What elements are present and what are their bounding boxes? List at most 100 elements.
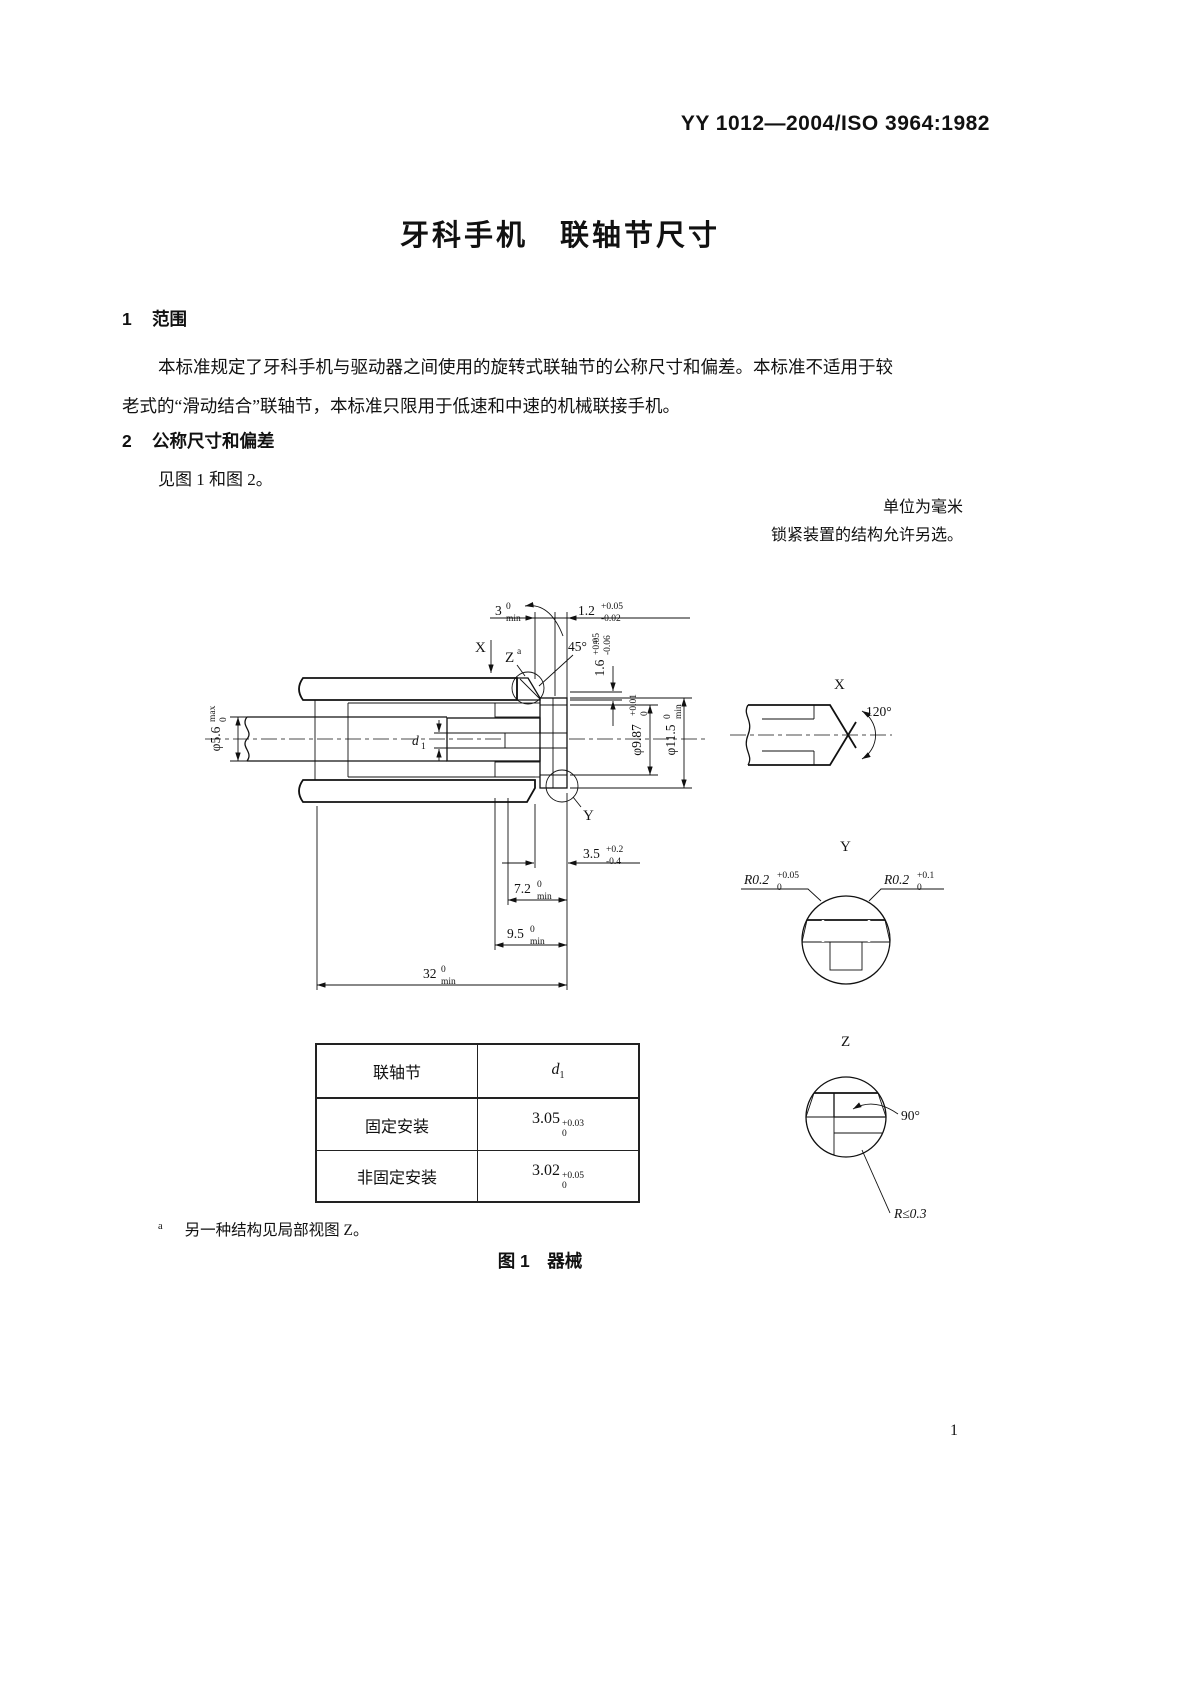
detail-view-x: X 120° bbox=[730, 677, 892, 766]
svg-text:0: 0 bbox=[506, 602, 511, 612]
coupling-nose bbox=[539, 697, 568, 789]
figure-caption: 图 1 器械 bbox=[497, 1251, 583, 1271]
d1-bore-outline bbox=[504, 732, 567, 749]
dim-d1: d bbox=[412, 733, 419, 748]
outer-sleeve-bottom bbox=[298, 779, 536, 803]
paragraph-line-2: 老式的“滑动结合”联轴节，本标准只限用于低速和中速的机械联接手机。 bbox=[122, 396, 681, 416]
dim-1-2: 1.2 bbox=[578, 603, 595, 618]
svg-text:φ5.6: φ5.6 bbox=[208, 726, 223, 751]
r02-left-leader bbox=[741, 888, 822, 902]
svg-text:min: min bbox=[530, 937, 545, 947]
d1-extension bbox=[434, 732, 505, 749]
y-radius-gaps bbox=[821, 920, 871, 942]
y-groove-band bbox=[801, 919, 891, 943]
svg-text:0: 0 bbox=[640, 711, 650, 716]
lock-note: 锁紧装置的结构允许另选。 bbox=[770, 527, 963, 544]
svg-text:+0.05: +0.05 bbox=[592, 633, 602, 655]
svg-text:0: 0 bbox=[777, 883, 782, 893]
table-header-row: 联轴节 d1 bbox=[315, 1043, 640, 1099]
footnote-text: 另一种结构见局部视图 Z。 bbox=[184, 1222, 369, 1239]
see-figures-text: 见图 1 和图 2。 bbox=[158, 470, 273, 489]
z-band-hatch bbox=[805, 1092, 887, 1118]
svg-text:min: min bbox=[506, 614, 521, 624]
table-header-coupling: 联轴节 bbox=[315, 1043, 478, 1099]
page-number: 1 bbox=[950, 1422, 958, 1439]
footnote-marker: a bbox=[158, 1220, 163, 1232]
phi115-extension bbox=[570, 697, 692, 789]
shaft-break-line bbox=[244, 716, 250, 762]
section-2-number: 2 bbox=[122, 431, 132, 451]
dim-r02-left: R0.2 bbox=[743, 872, 769, 887]
detail-view-y: Y R0.2 +0.05 0 R0.2 +0.1 0 bbox=[741, 839, 944, 985]
svg-text:+0.2: +0.2 bbox=[606, 845, 623, 855]
detail-circle-z bbox=[511, 671, 545, 705]
x-direction-label: X bbox=[475, 640, 486, 656]
sleeve-upper bbox=[494, 702, 541, 718]
svg-text:-0.02: -0.02 bbox=[601, 614, 621, 624]
svg-text:0: 0 bbox=[441, 965, 446, 975]
dim-phi987: φ9.87 +0.01 0 bbox=[629, 694, 650, 756]
z-view-label: Z bbox=[841, 1034, 850, 1050]
phi987-extension bbox=[570, 704, 658, 776]
x-view-label: X bbox=[834, 677, 845, 693]
z-ref-leader bbox=[516, 664, 526, 677]
svg-text:+0.1: +0.1 bbox=[917, 871, 934, 881]
dim-r02-right: R0.2 bbox=[883, 872, 909, 887]
svg-text:1.6: 1.6 bbox=[592, 659, 607, 676]
svg-text:max: max bbox=[208, 705, 218, 722]
dim-90: 90° bbox=[901, 1108, 920, 1123]
svg-text:-0.4: -0.4 bbox=[606, 857, 621, 867]
detail-circle-y bbox=[545, 769, 579, 803]
svg-text:φ11.5: φ11.5 bbox=[663, 724, 678, 755]
document-title: 牙科手机 联轴节尺寸 bbox=[399, 220, 720, 252]
svg-text:+0.01: +0.01 bbox=[629, 694, 639, 716]
dim-phi56: φ5.6 max 0 bbox=[208, 705, 229, 751]
standard-code: YY 1012—2004/ISO 3964:1982 bbox=[680, 112, 990, 135]
dim-3min: 3 bbox=[495, 603, 502, 618]
y-ref-label: Y bbox=[583, 808, 594, 824]
r02-right-leader bbox=[868, 888, 944, 902]
angle-45-leader bbox=[538, 654, 574, 687]
chamfer-block-top bbox=[516, 677, 541, 701]
y-tongue bbox=[829, 941, 863, 971]
angle-45-arc bbox=[524, 601, 564, 637]
svg-text:0: 0 bbox=[530, 925, 535, 935]
svg-text:+0.05: +0.05 bbox=[777, 871, 799, 881]
svg-text:a: a bbox=[517, 647, 522, 657]
paragraph-line-1: 本标准规定了牙科手机与驱动器之间使用的旋转式联轴节的公称尺寸和偏差。本标准不适用… bbox=[158, 357, 893, 377]
nose-details bbox=[540, 698, 567, 788]
y-detail-circle bbox=[801, 895, 891, 985]
svg-text:0: 0 bbox=[537, 880, 542, 890]
main-section-view: 3 0 min 1.2 +0.05 -0.02 45° a X Z a φ5.6… bbox=[205, 601, 708, 990]
section-1-number: 1 bbox=[122, 309, 132, 329]
dim-45: 45° bbox=[568, 639, 587, 654]
dim-r03: R≤0.3 bbox=[893, 1206, 927, 1221]
row-nonfixed-label: 非固定安装 bbox=[315, 1150, 478, 1203]
svg-text:φ9.87: φ9.87 bbox=[629, 724, 644, 756]
d16-extension bbox=[570, 691, 622, 701]
y-view-label: Y bbox=[840, 839, 851, 855]
svg-text:+0.05: +0.05 bbox=[601, 602, 623, 612]
top-extension-lines bbox=[534, 612, 568, 698]
svg-text:min: min bbox=[537, 892, 552, 902]
figure-1: 3 0 min 1.2 +0.05 -0.02 45° a X Z a φ5.6… bbox=[205, 601, 944, 1221]
svg-text:-0.06: -0.06 bbox=[603, 635, 613, 655]
outer-sleeve-top bbox=[298, 677, 518, 701]
svg-text:min: min bbox=[674, 704, 684, 719]
table-header-d1: d1 bbox=[477, 1043, 640, 1099]
d1-bore bbox=[505, 733, 567, 748]
dim-72: 7.2 bbox=[514, 881, 531, 896]
unit-note: 单位为毫米 bbox=[882, 499, 963, 516]
svg-text:0: 0 bbox=[917, 883, 922, 893]
svg-text:a: a bbox=[593, 637, 598, 647]
dim-32: 32 bbox=[423, 966, 437, 981]
scope-paragraph: 本标准规定了牙科手机与驱动器之间使用的旋转式联轴节的公称尺寸和偏差。本标准不适用… bbox=[122, 348, 1004, 426]
footnote: a 另一种结构见局部视图 Z。 bbox=[158, 1218, 369, 1240]
